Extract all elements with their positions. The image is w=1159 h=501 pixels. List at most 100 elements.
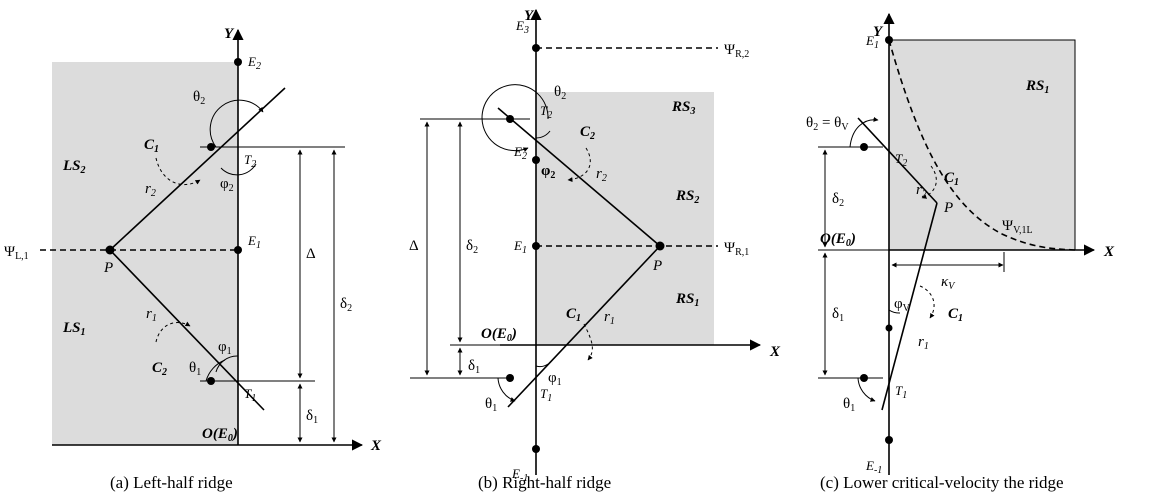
label-c2: C2 — [580, 124, 595, 142]
label-r1: r1 — [918, 334, 929, 352]
label-r1: r1 — [604, 309, 615, 327]
point-p — [655, 241, 665, 251]
point-t2-left — [207, 143, 215, 151]
point-t1-left — [860, 374, 868, 382]
label-theta2: θ2 — [554, 84, 566, 102]
label-rs1: RS1 — [675, 291, 699, 309]
label-phi2: φ2 — [541, 163, 555, 181]
label-p: P — [103, 260, 113, 276]
c1-arc — [155, 157, 201, 186]
label-rs3: RS3 — [671, 99, 695, 117]
label-kappa: κV — [941, 274, 956, 292]
label-origin: O(E0) — [202, 426, 238, 444]
ray-r1 — [881, 202, 938, 411]
right-region-shading — [536, 92, 714, 345]
label-delta: Δ — [306, 246, 316, 262]
label-r2: r2 — [145, 181, 156, 199]
label-t1: T1 — [540, 386, 552, 404]
label-t1: T1 — [244, 386, 256, 404]
label-theta2: θ2 — [193, 89, 205, 107]
point-e-minus1 — [885, 436, 893, 444]
phi1-arc — [535, 363, 549, 368]
point-p — [105, 245, 115, 255]
theta1-arc — [205, 359, 226, 382]
theta1-arc — [857, 377, 876, 402]
y-axis-label: Y — [873, 24, 884, 40]
label-delta1: δ1 — [468, 358, 480, 376]
point-t1-left — [506, 374, 514, 382]
label-e3: E3 — [515, 18, 529, 36]
point-e-minus1 — [532, 445, 540, 453]
x-axis-label: X — [769, 344, 781, 360]
label-phi1: φ1 — [218, 339, 232, 357]
point-e3 — [532, 44, 540, 52]
label-ls1: LS1 — [62, 320, 86, 338]
point-e2 — [532, 156, 540, 164]
label-c1-lower: C1 — [948, 306, 963, 324]
ray-r1 — [507, 245, 661, 408]
y-axis-label: Y — [224, 26, 235, 42]
label-rs1: RS1 — [1025, 78, 1049, 96]
label-psi-l1: ΨL,1 — [4, 244, 29, 262]
label-e1: E1 — [513, 238, 527, 256]
label-e2: E2 — [513, 144, 527, 162]
rs1-region-shading — [889, 40, 1075, 250]
point-e1 — [234, 246, 242, 254]
phi2-arc — [535, 130, 551, 139]
label-p: P — [943, 200, 953, 216]
label-c1: C1 — [144, 137, 159, 155]
theta2-arc — [209, 99, 264, 148]
caption-c: (c) Lower critical-velocity the ridge — [820, 473, 1064, 492]
c1-lower-arc — [919, 285, 935, 319]
panel-c: Y X E1 E-1 T2 T1 O(E0) θ2 = θV — [806, 12, 1115, 492]
label-c1-upper: C1 — [944, 170, 959, 188]
label-psi-r2: ΨR,2 — [724, 42, 749, 60]
panel-b: Y X E3 E2 E1 E-1 T2 — [409, 8, 781, 492]
theta1-arc — [497, 377, 516, 402]
ray-r2 — [497, 107, 661, 247]
panel-a: Y X E2 E1 T2 T1 O(E0) θ2 φ2 — [4, 26, 382, 492]
point-e1 — [532, 242, 540, 250]
label-delta2: δ2 — [340, 296, 352, 314]
label-e-minus1: E-1 — [865, 458, 882, 476]
label-theta1: θ1 — [485, 396, 497, 414]
label-r2: r2 — [916, 182, 927, 200]
x-axis-label: X — [370, 438, 382, 454]
left-region-shading — [52, 62, 238, 445]
label-e1: E1 — [247, 233, 261, 251]
label-phi1: φ1 — [548, 370, 562, 388]
point-t1-left — [207, 377, 215, 385]
label-ls2: LS2 — [62, 158, 86, 176]
theta2-arc — [849, 116, 879, 148]
point-t2-left — [506, 115, 514, 123]
label-e-minus1: E-1 — [511, 466, 528, 484]
label-t2: T2 — [244, 152, 256, 170]
label-p: P — [652, 258, 662, 274]
point-t2-left — [860, 143, 868, 151]
label-delta2: δ2 — [832, 191, 844, 209]
label-origin: O(E0) — [820, 231, 856, 249]
label-t2: T2 — [540, 103, 552, 121]
label-theta1: θ1 — [189, 360, 201, 378]
label-phi2: φ2 — [220, 176, 234, 194]
label-e1: E1 — [865, 33, 879, 51]
c1-upper-arc — [921, 165, 937, 199]
label-delta1: δ1 — [306, 408, 318, 426]
caption-a: (a) Left-half ridge — [110, 473, 233, 492]
point-e1 — [885, 36, 893, 44]
point-y-marker — [885, 324, 893, 332]
label-c1: C1 — [566, 306, 581, 324]
label-delta2: δ2 — [466, 238, 478, 256]
label-c2: C2 — [152, 360, 167, 378]
phi2-arc — [220, 163, 257, 176]
label-theta1: θ1 — [843, 396, 855, 414]
ray-r2 — [857, 117, 938, 204]
label-e2: E2 — [247, 54, 261, 72]
y-axis-label: Y — [524, 8, 535, 24]
label-t1: T1 — [895, 383, 907, 401]
ray-r2 — [109, 87, 286, 251]
label-origin: O(E0) — [481, 326, 517, 344]
label-r2: r2 — [596, 166, 607, 184]
